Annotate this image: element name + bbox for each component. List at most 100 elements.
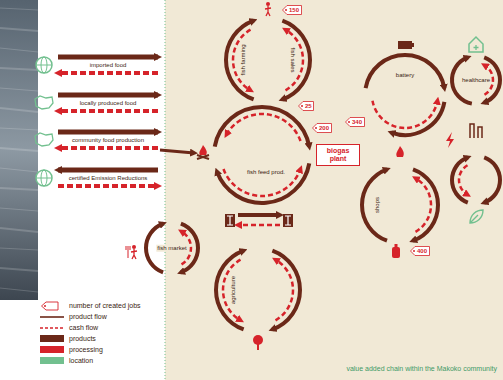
fire-logs: [197, 155, 209, 159]
exchange-label: community food production: [71, 137, 145, 144]
globe-outline: [36, 57, 52, 73]
person-icon: [126, 245, 137, 259]
tag-hole: [348, 121, 350, 123]
cash-flow-sample: [40, 327, 64, 329]
job-tag: 400: [410, 246, 430, 256]
activity-label: fish market: [156, 245, 187, 252]
person-icon: [265, 2, 271, 16]
activity-label: battery: [395, 72, 415, 79]
cylinder-valve: [395, 244, 398, 247]
box-label: biogas plant: [319, 147, 357, 163]
product-flow-arrow: [58, 168, 158, 173]
legend-sample: [40, 301, 64, 311]
photo-streak: [0, 68, 38, 70]
photo-streak: [0, 248, 38, 250]
cash-flow-arc: [286, 30, 304, 91]
region-outline: [35, 133, 53, 146]
product-flow-arrow: [58, 55, 158, 60]
photo-streak: [0, 168, 38, 172]
legend-text: cash flow: [69, 324, 98, 332]
legend-text: product flow: [69, 313, 107, 321]
product-flow-arc: [484, 157, 500, 202]
photo-streak: [0, 188, 38, 190]
cash-flow-arc: [223, 260, 240, 321]
tag-hole: [315, 127, 317, 129]
legend-text: number of created jobs: [69, 302, 141, 310]
globe-outline: [36, 170, 52, 186]
cash-flow-arrow: [58, 109, 158, 113]
tower-lines: [470, 124, 482, 138]
product-flow-arc: [216, 251, 244, 330]
tag-sample: [42, 302, 59, 310]
boundary-dotted-line: [165, 0, 166, 380]
product-flow-arc: [362, 169, 387, 240]
cash-flow-arc: [226, 114, 300, 141]
legend-swatch: [40, 346, 64, 353]
cash-flow-arc: [223, 169, 300, 196]
cash-flow-arrow: [58, 71, 158, 75]
cylinder-body: [392, 247, 400, 258]
tag-hole: [301, 105, 303, 107]
legend: number of created jobs product flow cash f…: [40, 300, 141, 366]
globe-icon: [36, 57, 52, 73]
tag-hole: [44, 305, 46, 307]
region-map-icon: [35, 96, 53, 109]
job-tag: 25: [298, 101, 314, 111]
activity-label: fish feed prod.: [246, 169, 286, 176]
legend-text: processing: [69, 346, 103, 354]
activity-label: shops: [374, 196, 381, 214]
product-flow-arc: [226, 21, 254, 100]
legend-text: location: [69, 357, 93, 365]
leaf-shape: [470, 210, 483, 223]
person-head: [132, 245, 136, 249]
fire-flame: [199, 145, 206, 155]
tag-shape: [283, 6, 302, 15]
ibox-mark: [227, 216, 233, 225]
tag-hole: [413, 250, 415, 252]
job-count: 25: [298, 101, 314, 111]
battery-nub: [412, 43, 414, 47]
globe-icon: [36, 170, 52, 186]
tag-hole: [285, 9, 287, 11]
person-body: [265, 6, 271, 16]
ibox-body: [225, 214, 235, 227]
product-flow-arc: [413, 169, 438, 240]
activity-label: agriculture: [230, 275, 237, 305]
product-flow-arc: [282, 21, 310, 100]
tag-shape: [411, 247, 430, 256]
ibox-body: [283, 214, 293, 227]
cash-flow-arrow: [58, 146, 158, 150]
house-cross: [474, 45, 479, 50]
tree-crown: [253, 335, 263, 345]
product-flow-arrow: [58, 130, 158, 135]
job-tag: 340: [345, 117, 365, 127]
cash-flow-arrow: [58, 184, 158, 188]
activity-label: healthcare: [461, 77, 491, 84]
tag-shape: [346, 118, 365, 127]
photo-streak: [0, 108, 38, 112]
product-flow-arc: [272, 251, 300, 330]
legend-row: cash flow: [40, 322, 141, 333]
photo-streak: [0, 268, 38, 271]
legend-swatch: [40, 335, 64, 342]
flame-shape: [396, 146, 403, 157]
product-flow-arrow: [238, 213, 280, 217]
process-box: biogas plant: [316, 144, 360, 166]
cash-flow-arc: [276, 260, 293, 321]
tag-shape: [299, 102, 314, 111]
legend-row: location: [40, 355, 141, 366]
activity-label: fish sales: [290, 46, 297, 73]
legend-row: products: [40, 333, 141, 344]
processing-box-icon: [283, 214, 293, 227]
photo-streak: [0, 148, 38, 151]
cash-flow-arc: [233, 30, 251, 91]
flame-icon: [396, 146, 403, 157]
cash-flow-arc: [373, 101, 438, 128]
cash-flow-arc: [459, 165, 468, 194]
photo-streak: [0, 48, 38, 52]
product-flow-arc: [391, 102, 444, 135]
photo-streak: [0, 128, 38, 130]
photo-streak: [0, 228, 38, 232]
